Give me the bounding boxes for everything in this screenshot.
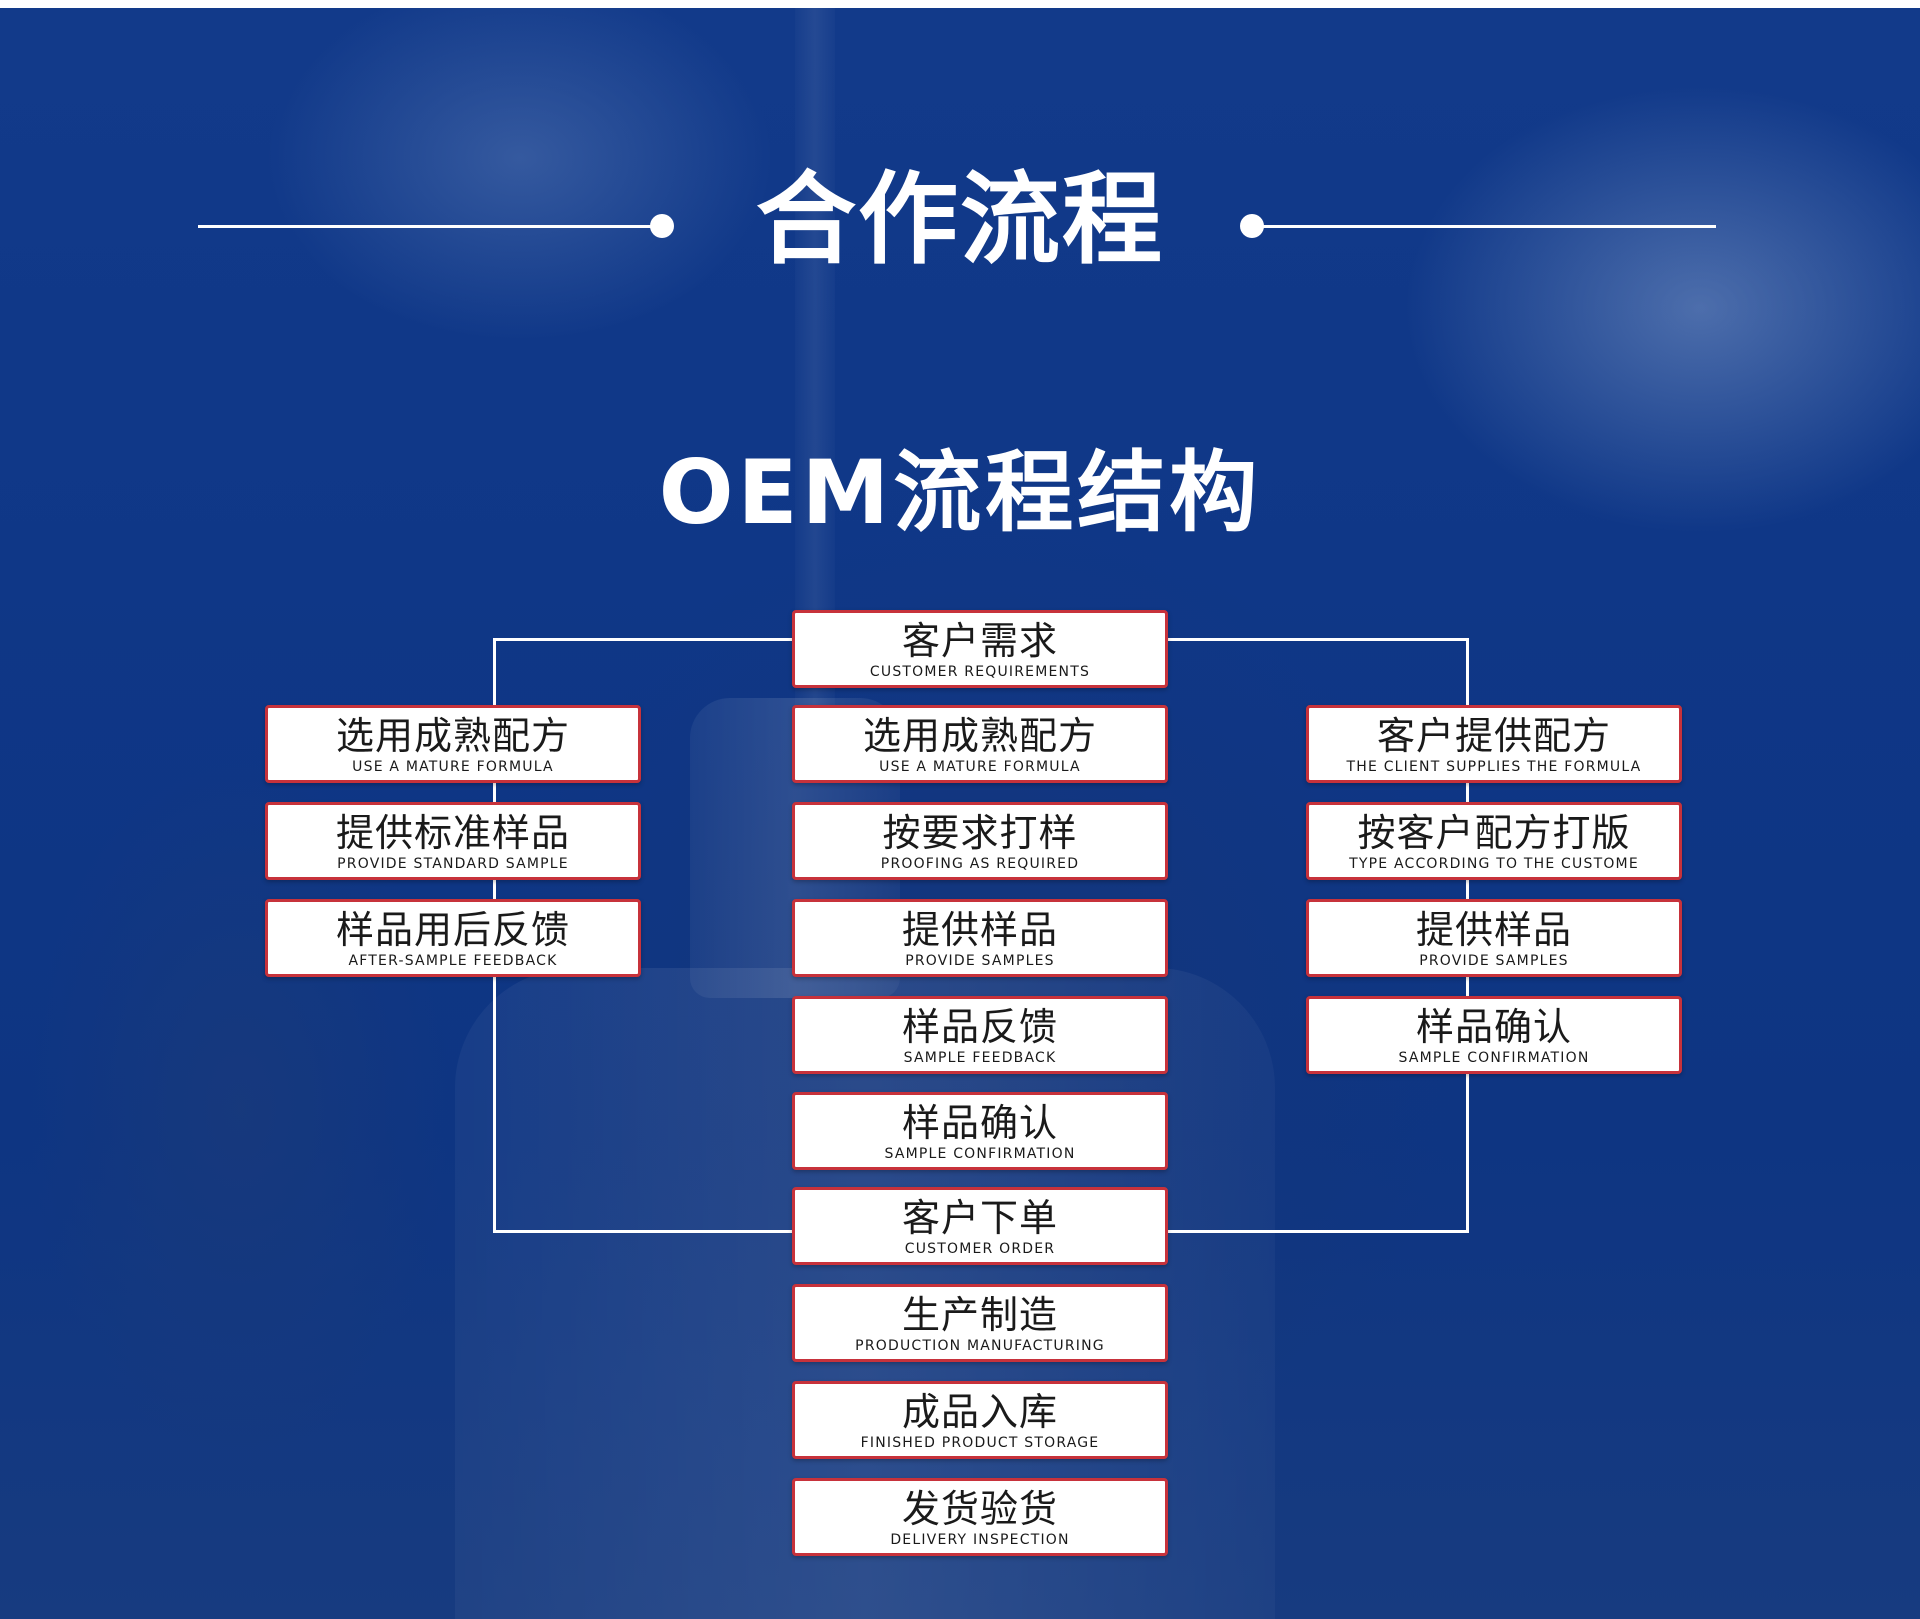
- step-label-en: PROVIDE SAMPLES: [1419, 953, 1569, 969]
- dropper-silhouette: [795, 8, 835, 708]
- step-label-en: PROOFING AS REQUIRED: [880, 856, 1080, 872]
- right-step-1: 客户提供配方 THE CLIENT SUPPLIES THE FORMULA: [1306, 705, 1682, 783]
- step-label-en: PROVIDE STANDARD SAMPLE: [337, 856, 569, 872]
- title-left-dot: [650, 214, 674, 238]
- step-label-zh: 提供样品: [901, 908, 1058, 952]
- step-label-en: THE CLIENT SUPPLIES THE FORMULA: [1346, 759, 1642, 775]
- step-label-zh: 样品用后反馈: [335, 908, 570, 952]
- step-label-en: DELIVERY INSPECTION: [890, 1532, 1070, 1548]
- left-step-3: 样品用后反馈 AFTER-SAMPLE FEEDBACK: [265, 899, 641, 977]
- step-customer-order: 客户下单 CUSTOMER ORDER: [792, 1187, 1168, 1265]
- step-label-en: CUSTOMER ORDER: [904, 1241, 1056, 1257]
- step-label-zh: 按客户配方打版: [1357, 811, 1631, 855]
- step-label-zh: 提供标准样品: [335, 811, 570, 855]
- diagram-subtitle: OEM流程结构: [658, 441, 1262, 544]
- step-label-en: USE A MATURE FORMULA: [879, 759, 1081, 775]
- step-label-zh: 选用成熟配方: [335, 714, 570, 758]
- step-label-en: PRODUCTION MANUFACTURING: [855, 1338, 1105, 1354]
- step-label-zh: 样品确认: [1415, 1005, 1572, 1049]
- step-production: 生产制造 PRODUCTION MANUFACTURING: [792, 1284, 1168, 1362]
- step-label-en: USE A MATURE FORMULA: [352, 759, 554, 775]
- step-label-zh: 提供样品: [1415, 908, 1572, 952]
- step-label-zh: 客户下单: [901, 1196, 1058, 1240]
- center-step-2: 按要求打样 PROOFING AS REQUIRED: [792, 802, 1168, 880]
- step-delivery: 发货验货 DELIVERY INSPECTION: [792, 1478, 1168, 1556]
- step-label-en: SAMPLE FEEDBACK: [903, 1050, 1057, 1066]
- step-label-en: CUSTOMER REQUIREMENTS: [869, 664, 1091, 680]
- step-label-zh: 成品入库: [901, 1390, 1058, 1434]
- left-step-2: 提供标准样品 PROVIDE STANDARD SAMPLE: [265, 802, 641, 880]
- center-step-4: 样品反馈 SAMPLE FEEDBACK: [792, 996, 1168, 1074]
- page-title: 合作流程: [756, 161, 1164, 278]
- right-step-4: 样品确认 SAMPLE CONFIRMATION: [1306, 996, 1682, 1074]
- step-label-en: SAMPLE CONFIRMATION: [884, 1146, 1076, 1162]
- title-left-line: [198, 225, 662, 228]
- title-right-line: [1262, 225, 1716, 228]
- step-label-en: PROVIDE SAMPLES: [905, 953, 1055, 969]
- step-storage: 成品入库 FINISHED PRODUCT STORAGE: [792, 1381, 1168, 1459]
- step-label-en: FINISHED PRODUCT STORAGE: [860, 1435, 1100, 1451]
- step-label-zh: 发货验货: [901, 1487, 1058, 1531]
- step-label-zh: 样品确认: [901, 1101, 1058, 1145]
- center-step-1: 选用成熟配方 USE A MATURE FORMULA: [792, 705, 1168, 783]
- step-label-zh: 生产制造: [901, 1293, 1058, 1337]
- step-label-en: TYPE ACCORDING TO THE CUSTOME: [1349, 856, 1639, 872]
- title-right-dot: [1240, 214, 1264, 238]
- left-step-1: 选用成熟配方 USE A MATURE FORMULA: [265, 705, 641, 783]
- right-step-2: 按客户配方打版 TYPE ACCORDING TO THE CUSTOME: [1306, 802, 1682, 880]
- step-label-zh: 客户提供配方: [1376, 714, 1611, 758]
- right-step-3: 提供样品 PROVIDE SAMPLES: [1306, 899, 1682, 977]
- step-customer-requirements: 客户需求 CUSTOMER REQUIREMENTS: [792, 610, 1168, 688]
- center-step-5: 样品确认 SAMPLE CONFIRMATION: [792, 1092, 1168, 1170]
- center-step-3: 提供样品 PROVIDE SAMPLES: [792, 899, 1168, 977]
- step-label-zh: 样品反馈: [901, 1005, 1058, 1049]
- step-label-zh: 按要求打样: [882, 811, 1078, 855]
- step-label-zh: 选用成熟配方: [862, 714, 1097, 758]
- step-label-zh: 客户需求: [901, 619, 1058, 663]
- step-label-en: SAMPLE CONFIRMATION: [1398, 1050, 1590, 1066]
- step-label-en: AFTER-SAMPLE FEEDBACK: [348, 953, 558, 969]
